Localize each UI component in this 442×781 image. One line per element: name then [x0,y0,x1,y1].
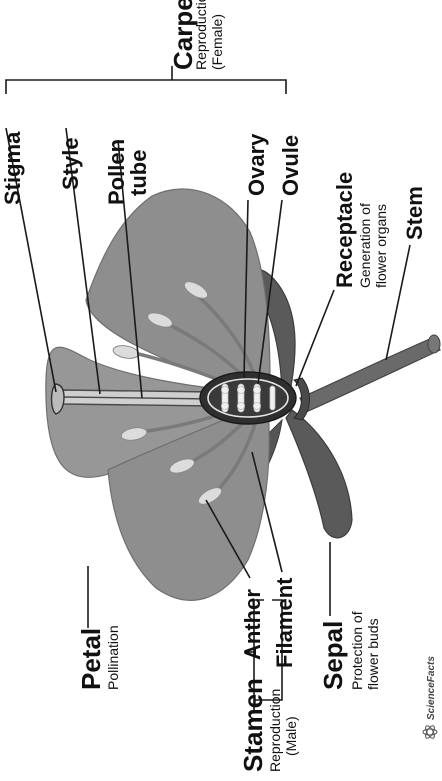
ovule-label: Ovule [278,135,303,196]
petal-upper [86,189,270,388]
sepal-desc-1: Protection of [349,611,365,690]
sepal-lower [286,410,352,538]
carpel-desc-2: (Female) [209,14,225,70]
credit-text: ScienceFacts [426,656,437,720]
ovary-label: Ovary [244,133,269,196]
filament-label: Filament [272,577,297,668]
stem [300,338,440,412]
petal-label: Petal [76,628,106,690]
receptacle-desc-2: flower organs [373,204,389,288]
style-label: Style [58,137,83,190]
stigma-label: Stigma [0,131,25,205]
atom-icon [423,724,437,739]
stamen-desc-2: (Male) [283,716,299,756]
receptacle-label: Receptacle [332,172,357,288]
carpel-desc-1: Reproduction [193,0,209,70]
stigma [52,384,65,414]
sepal-desc-2: flower buds [365,618,381,690]
stem-tip [428,335,440,353]
credit-logo: ScienceFacts [423,656,437,740]
petal-desc: Pollination [105,625,121,690]
receptacle-desc-1: Generation of [357,203,373,288]
sepal-label: Sepal [318,621,348,690]
anther-label: Anther [240,589,265,660]
stamen-label: Stamen [238,678,268,772]
stamen-desc-1: Reproduction [267,689,283,772]
stem-label: Stem [402,186,427,240]
pollen-tube-label-2: tube [126,150,151,196]
